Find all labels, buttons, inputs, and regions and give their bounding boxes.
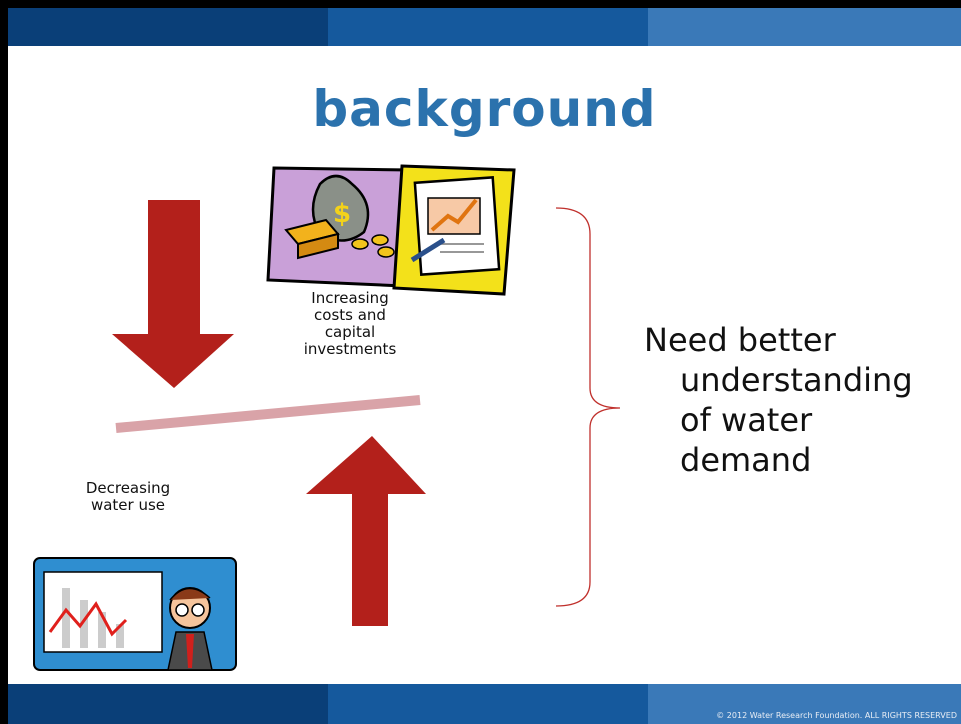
costs-label: Increasing costs and capital investments bbox=[303, 289, 397, 358]
money-bag-gold-chart-icon: $ bbox=[266, 164, 516, 296]
conclusion-line-2: understanding bbox=[680, 361, 913, 399]
diagram-graphics: $ bbox=[33, 164, 621, 671]
balance-beam bbox=[115, 395, 421, 433]
slide-title: background bbox=[312, 80, 657, 138]
slide: background $ bbox=[8, 8, 961, 724]
conclusion-line-3: of water bbox=[680, 401, 813, 439]
footer-band bbox=[8, 684, 961, 724]
declining-chart-manager-icon bbox=[33, 557, 237, 671]
up-arrow bbox=[306, 436, 426, 626]
conclusion-line-4: demand bbox=[680, 441, 812, 479]
svg-text:$: $ bbox=[333, 199, 351, 229]
right-brace bbox=[555, 207, 621, 607]
water-use-label: Decreasing water use bbox=[85, 479, 171, 514]
conclusion-line-1: Need better bbox=[644, 321, 836, 359]
down-arrow bbox=[112, 200, 234, 388]
header-band bbox=[8, 8, 961, 46]
conclusion-text: Need better understanding of water deman… bbox=[644, 320, 944, 480]
copyright-footer: © 2012 Water Research Foundation. ALL RI… bbox=[716, 711, 957, 720]
